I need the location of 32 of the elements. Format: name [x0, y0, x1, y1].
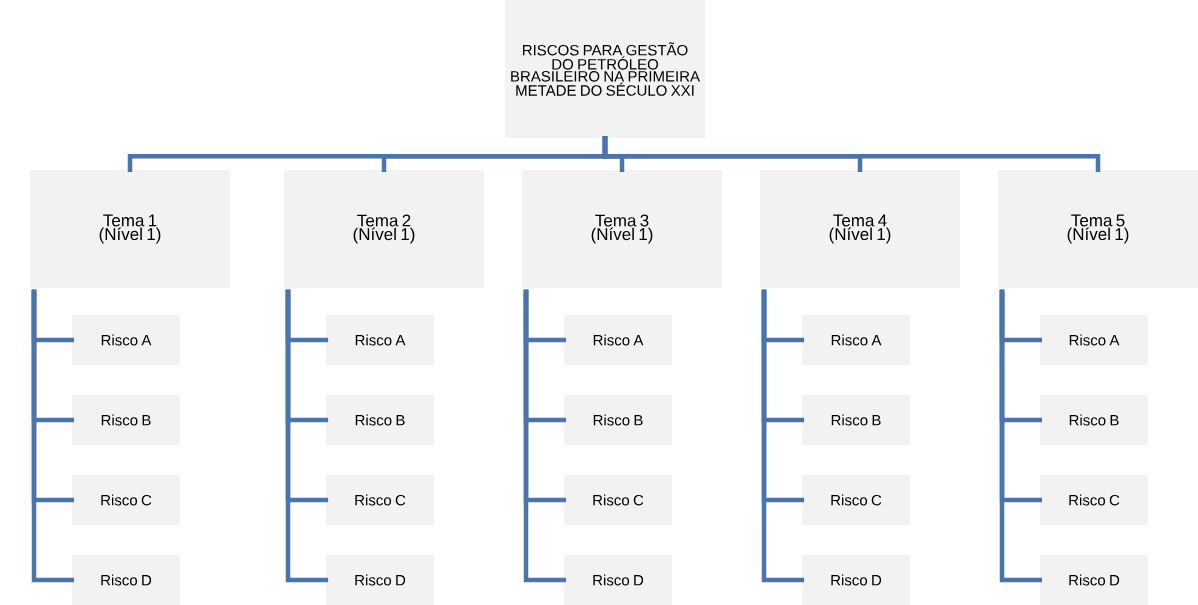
connector-line — [31, 289, 75, 583]
title-box: RISCOS PARA GESTÃO DO PETRÓLEO BRASILEIRO NA PRIMEIRA METADE DO SÉCULO XXI — [505, 0, 705, 138]
risk-box: Risco D — [802, 555, 910, 605]
theme-box: Tema 5 (Nível 1) — [998, 170, 1198, 288]
theme-box: Tema 2 (Nível 1) — [284, 170, 484, 288]
risk-box: Risco C — [802, 475, 910, 525]
connector-line — [999, 289, 1043, 583]
risk-box: Risco B — [564, 395, 672, 445]
connector-line — [602, 135, 1101, 173]
risk-box: Risco B — [72, 395, 180, 445]
risk-box: Risco C — [72, 475, 180, 525]
connector-line — [761, 289, 805, 583]
risk-box: Risco D — [326, 555, 434, 605]
risk-box: Risco A — [326, 315, 434, 365]
theme-box: Tema 4 (Nível 1) — [760, 170, 960, 288]
risk-box: Risco A — [802, 315, 910, 365]
risk-box: Risco B — [802, 395, 910, 445]
risk-box: Risco D — [1040, 555, 1148, 605]
theme-box: Tema 3 (Nível 1) — [522, 170, 722, 288]
risk-box: Risco B — [326, 395, 434, 445]
risk-box: Risco D — [564, 555, 672, 605]
theme-box: Tema 1 (Nível 1) — [30, 170, 230, 288]
risk-box: Risco A — [1040, 315, 1148, 365]
risk-box: Risco B — [1040, 395, 1148, 445]
risk-box: Risco D — [72, 555, 180, 605]
risk-box: Risco C — [326, 475, 434, 525]
risk-box: Risco A — [564, 315, 672, 365]
connector-line — [285, 289, 329, 583]
connector-line — [523, 289, 567, 583]
risk-box: Risco A — [72, 315, 180, 365]
risk-box: Risco C — [564, 475, 672, 525]
risk-box: Risco C — [1040, 475, 1148, 525]
